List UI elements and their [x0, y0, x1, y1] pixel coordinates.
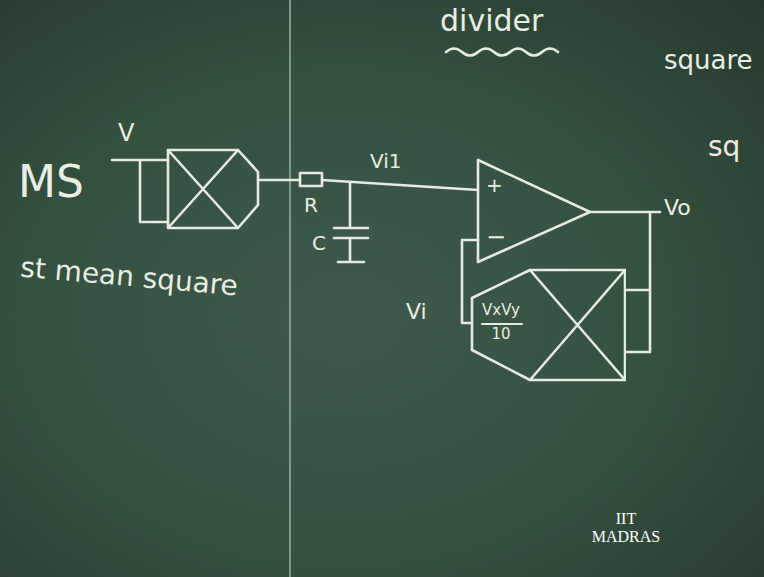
squarer-symbol: [168, 150, 258, 228]
wire: [322, 180, 478, 190]
wavy-underline: [446, 49, 558, 56]
wire: [258, 179, 300, 182]
inverting-input-wire: [462, 240, 478, 323]
multiplier-symbol: [472, 270, 625, 380]
signal-name: V: [118, 120, 134, 146]
note: st mean square: [19, 253, 239, 303]
signal-name: Vi1: [370, 150, 402, 172]
resistor-symbol: [300, 173, 322, 186]
input-wire: [112, 160, 168, 222]
note: sq: [708, 132, 740, 163]
component-label: C: [312, 232, 326, 254]
watermark: IIT MADRAS: [584, 510, 668, 545]
heading-word: divider: [440, 4, 543, 37]
board-seam: [289, 0, 291, 577]
abbreviation: MS: [18, 158, 84, 206]
pin-sign: −: [486, 224, 506, 250]
component-label: R: [304, 194, 318, 216]
numerator-text: VxVy: [474, 302, 528, 319]
opamp-symbol: [478, 160, 590, 262]
signal-name: Vi: [406, 300, 427, 324]
signal-name: Vo: [664, 196, 691, 220]
multiplier-box: VxVy 10: [470, 268, 626, 382]
fraction-bar: [482, 323, 522, 325]
pin-sign: +: [486, 174, 503, 196]
capacitor-symbol: [334, 182, 368, 262]
note: square: [664, 46, 753, 75]
multiplier-outline: [470, 268, 626, 382]
denominator-text: 10: [474, 326, 528, 343]
